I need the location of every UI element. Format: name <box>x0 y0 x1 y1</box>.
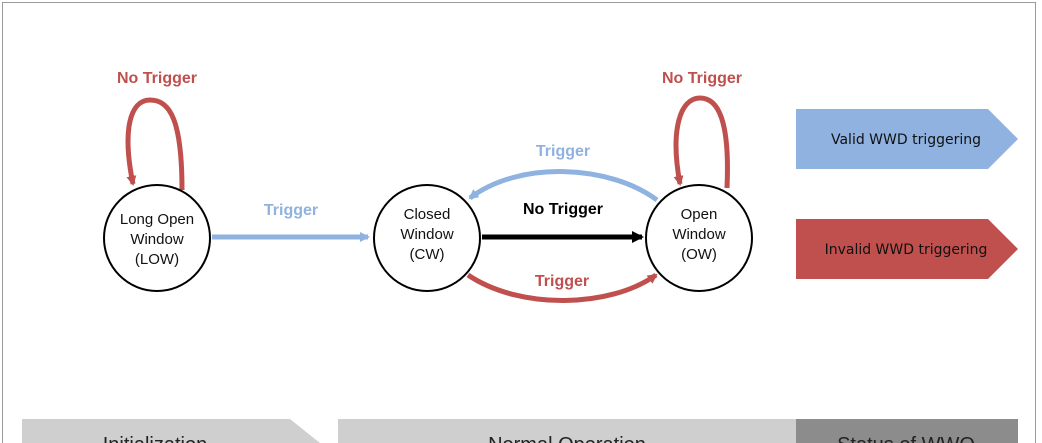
phase-band-status-label: Status of WWO <box>837 434 975 443</box>
legend-invalid-label: Invalid WWD triggering <box>825 242 988 258</box>
phase-band-init: Initialization <box>22 419 320 443</box>
ow-self-loop-arrow <box>673 95 730 189</box>
legend-valid-arrow-shape <box>796 109 1018 169</box>
state-low: Long Open Window (LOW) <box>103 184 211 292</box>
state-low-line1: Long Open <box>120 211 194 228</box>
state-cw: Closed Window (CW) <box>373 184 481 292</box>
ow-to-cw-label: Trigger <box>536 143 590 160</box>
state-low-line3: (LOW) <box>135 251 179 268</box>
legend-invalid: Invalid WWD triggering <box>796 219 1018 279</box>
legend-invalid-arrow-shape <box>796 219 1018 279</box>
low-self-loop-label: No Trigger <box>117 70 197 87</box>
state-ow-line1: Open <box>681 206 718 223</box>
state-ow-line2: Window <box>672 226 726 243</box>
state-cw-line3: (CW) <box>410 246 445 263</box>
legend-valid: Valid WWD triggering <box>796 109 1018 169</box>
state-cw-line2: Window <box>400 226 454 243</box>
state-low-line2: Window <box>130 231 184 248</box>
state-cw-line1: Closed <box>404 206 451 223</box>
phase-band-normal: Normal Operation <box>338 419 796 443</box>
state-ow: Open Window (OW) <box>645 184 753 292</box>
phase-band-normal-label: Normal Operation <box>488 434 646 443</box>
cw-to-ow-trigger-arrow <box>466 272 658 303</box>
cw-to-ow-no-trigger-label: No Trigger <box>523 201 603 218</box>
state-ow-line3: (OW) <box>681 246 717 263</box>
ow-self-loop-label: No Trigger <box>662 70 742 87</box>
phase-band-init-label: Initialization <box>103 434 208 443</box>
low-self-loop-arrow <box>125 97 185 191</box>
ow-to-cw-arrow <box>468 169 659 203</box>
low-to-cw-label: Trigger <box>264 202 318 219</box>
legend-valid-label: Valid WWD triggering <box>831 132 981 148</box>
phase-band-status: Status of WWO <box>796 419 1018 443</box>
cw-to-ow-trigger-label: Trigger <box>535 273 589 290</box>
